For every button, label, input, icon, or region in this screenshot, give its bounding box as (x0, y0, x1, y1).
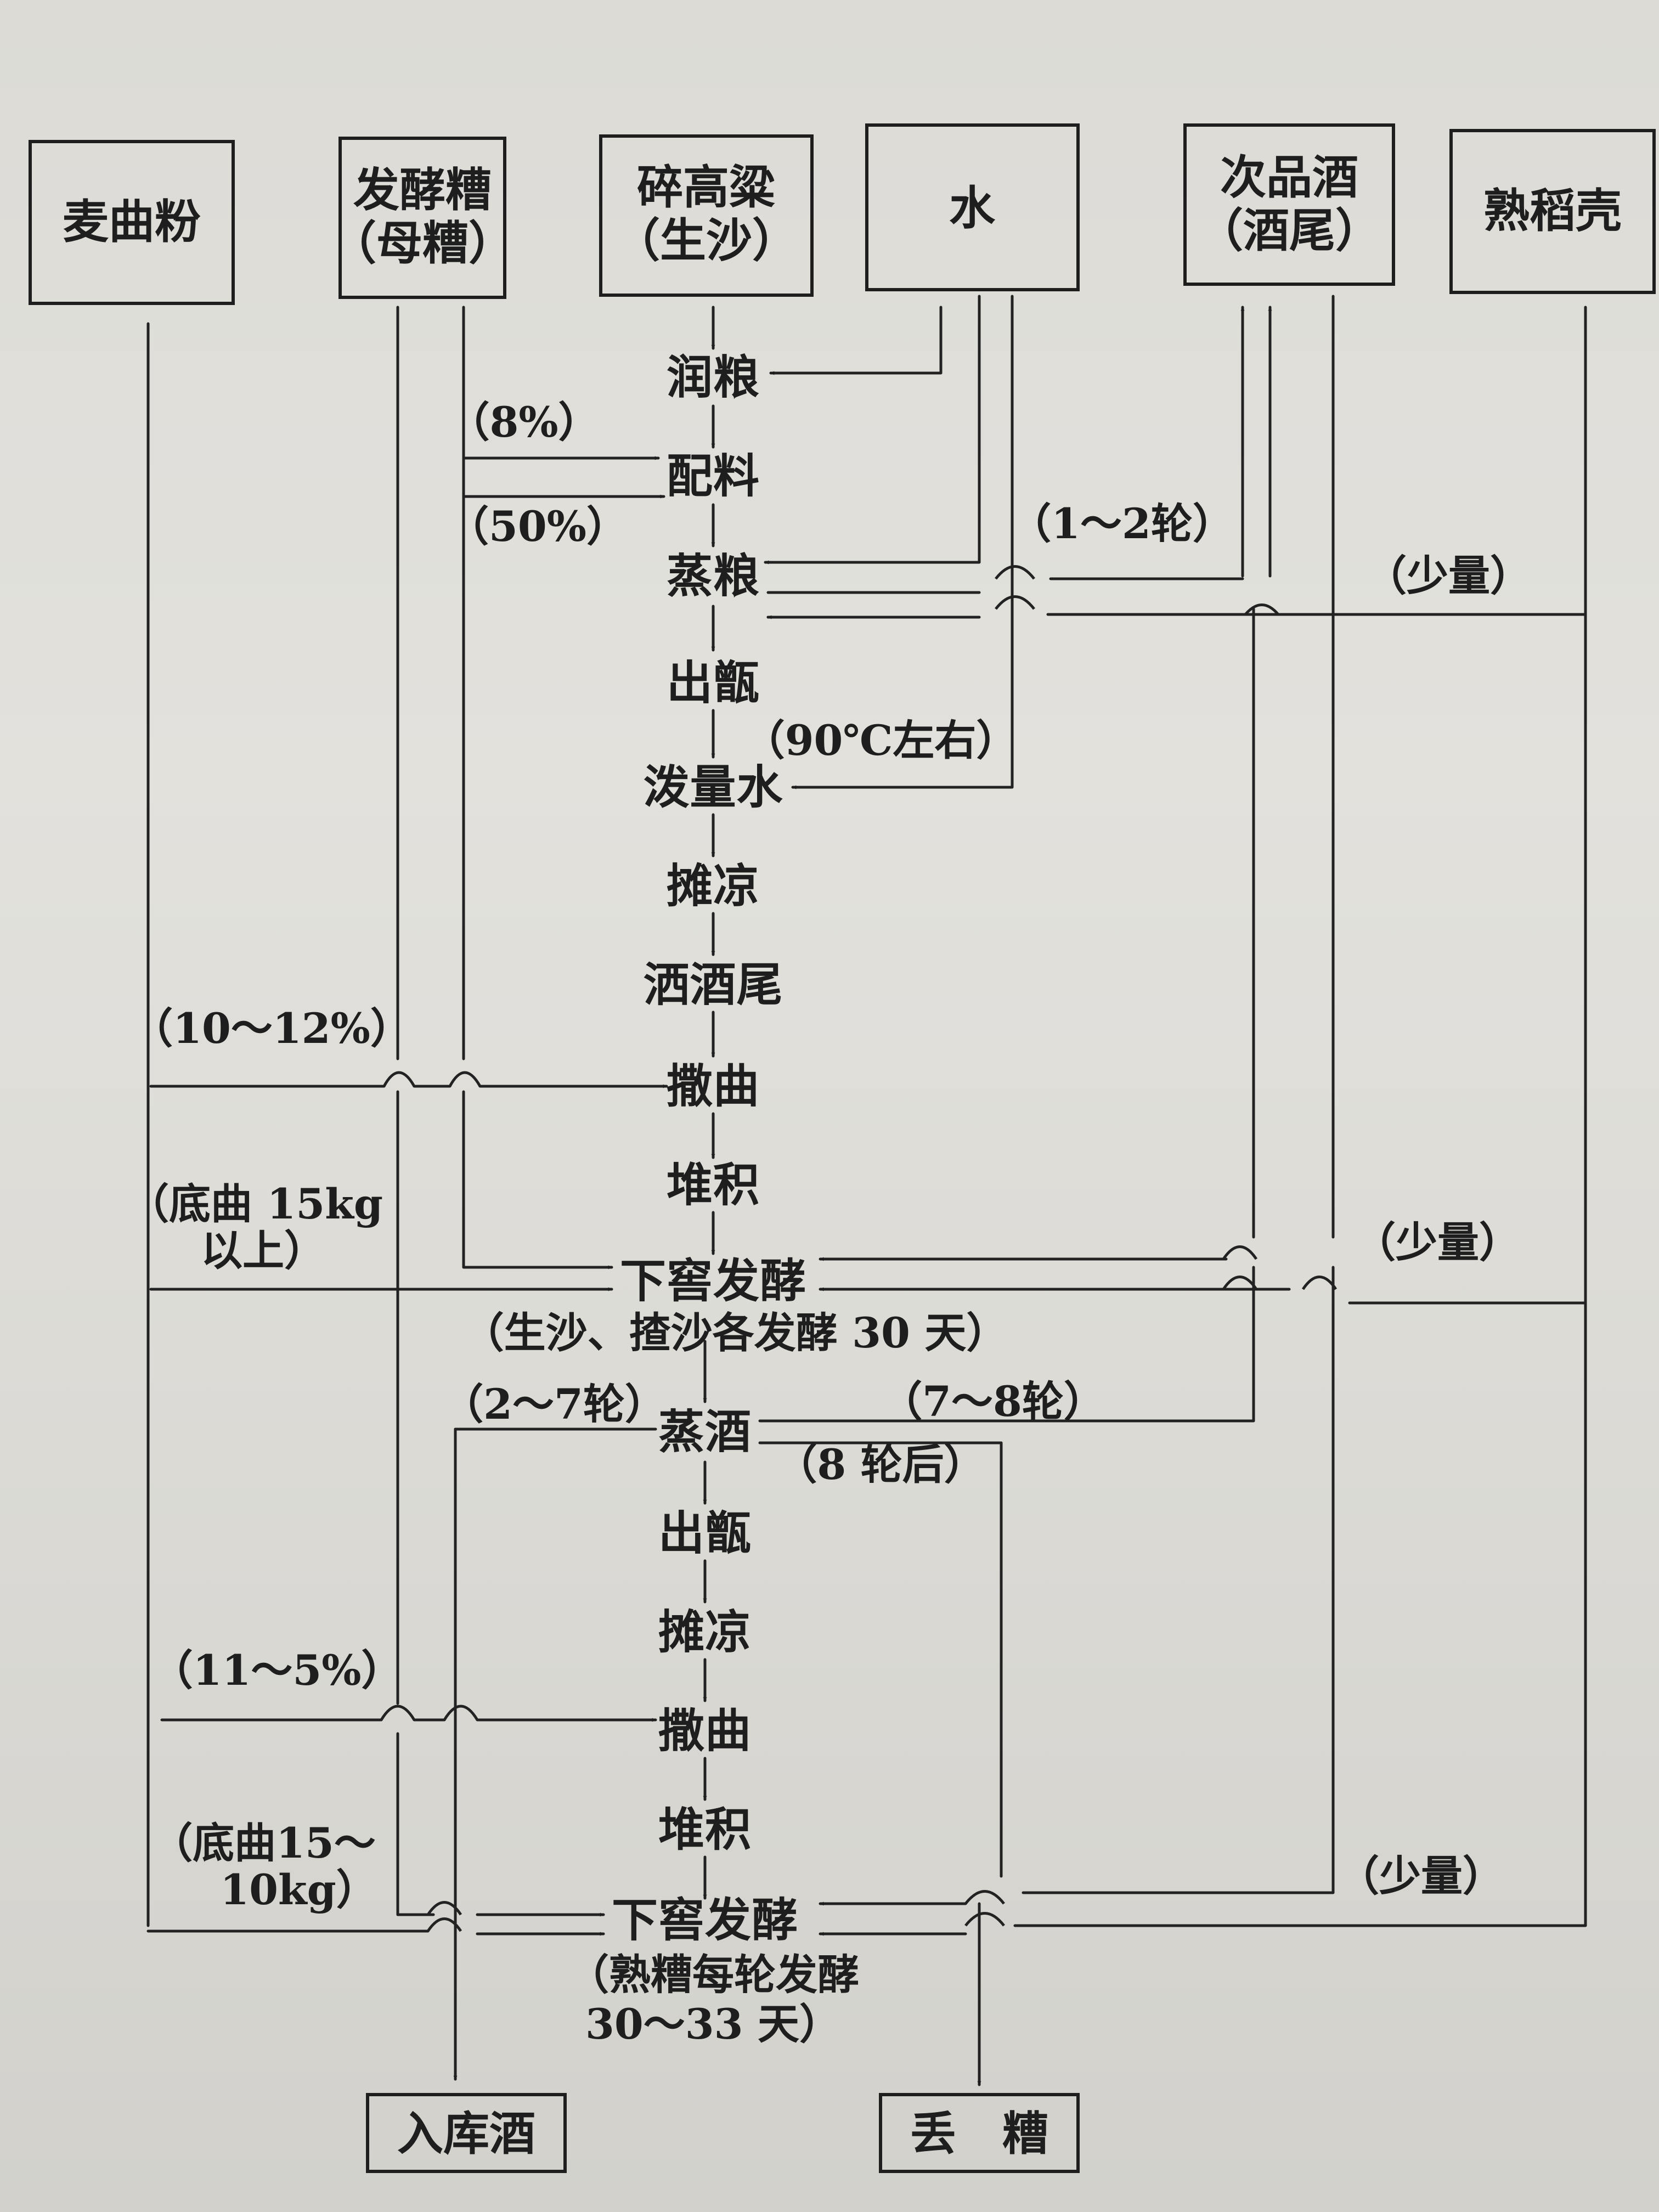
box-rice-husk (1449, 129, 1656, 294)
step-unload-1: 出甑 (666, 656, 760, 710)
label-wheat-qu: 麦曲粉 (62, 194, 201, 249)
box-fermented-grains (338, 137, 506, 299)
step-ferment-1: 下窖发酵 (619, 1254, 807, 1308)
label-small-2: （少量） (1354, 1218, 1521, 1267)
output-stored-liquor: 入库酒 (397, 2106, 536, 2161)
label-qu-11-5: （11～5%） (151, 1646, 403, 1695)
step-distill: 蒸酒 (658, 1404, 752, 1459)
main-flow-arrows (703, 306, 715, 1900)
box-inferior-liquor (1183, 123, 1395, 286)
label-base-qu-3: （底曲15～ (151, 1819, 376, 1867)
label-rounds-2-7: （2～7轮） (442, 1380, 667, 1429)
step-ferment-2: 下窖发酵 (611, 1893, 799, 1947)
label-base-qu-4: 10kg） (220, 1865, 378, 1914)
step-steam-grain: 蒸粮 (666, 549, 760, 603)
water-text: 水 (949, 180, 996, 235)
label-small-3: （少量） (1338, 1852, 1504, 1900)
step-moisten-grain: 润粮 (666, 350, 760, 404)
box-water (865, 123, 1080, 291)
label-mother-8: （8%） (448, 398, 600, 447)
step-add-water: 泼量水 (643, 760, 783, 814)
rice-husk-lines (819, 306, 1587, 1927)
step-pile-2: 堆积 (658, 1802, 752, 1857)
step-unload-2: 出甑 (658, 1506, 752, 1560)
label-ferment-note-1: （生沙、揸沙各发酵 30 天） (462, 1308, 1008, 1357)
box-stored-liquor (366, 2093, 567, 2173)
crushed-sorghum-line2: （生沙） (613, 213, 799, 267)
water-lines (764, 295, 1014, 789)
inferior-liquor-lines (758, 295, 1335, 1894)
label-base-qu-2: 以上） (201, 1226, 326, 1275)
inferior-liquor-line1: 次品酒 (1220, 150, 1359, 205)
step-sprinkle-tail: 洒酒尾 (643, 957, 783, 1012)
inferior-liquor-line2: （酒尾） (1197, 203, 1382, 257)
step-pile-1: 堆积 (666, 1158, 760, 1212)
crossing-hops (380, 565, 1338, 1932)
label-small-1: （少量） (1365, 551, 1532, 600)
label-qu-10-12: （10～12%） (131, 1004, 412, 1053)
box-discarded-grains (879, 2093, 1080, 2173)
label-rounds-1-2: （1～2轮） (1009, 499, 1234, 548)
box-crushed-sorghum (599, 134, 814, 297)
label-ferment-note-2: （熟糟每轮发酵 (567, 1950, 859, 1999)
qu-powder-lines (146, 322, 667, 1936)
step-batching: 配料 (666, 449, 760, 503)
fermented-grains-line2: （母糟） (330, 216, 515, 270)
crushed-sorghum-line1: 碎高粱 (636, 160, 776, 215)
fermented-grains-line1: 发酵糟 (353, 162, 492, 217)
output-lines (453, 1427, 1003, 2086)
label-base-qu-1: （底曲 15kg (127, 1180, 383, 1228)
label-rice-husk: 熟稻壳 (1483, 183, 1622, 238)
mother-grains-lines (396, 306, 665, 1916)
label-water: 水 (949, 182, 995, 235)
box-wheat-qu (29, 140, 235, 305)
label-mother-50: （50%） (447, 502, 628, 551)
step-cool-1: 摊凉 (666, 859, 760, 913)
step-spread-qu-2: 撒曲 (658, 1703, 752, 1758)
label-inferior-liquor: 次品酒 （酒尾） (1197, 151, 1381, 257)
label-ferment-note-3: 30～33 天） (585, 2000, 841, 2049)
step-cool-2: 摊凉 (658, 1605, 752, 1659)
step-spread-qu-1: 撒曲 (666, 1059, 760, 1113)
wheat-qu-text: 麦曲粉 (62, 194, 201, 249)
output-discarded-grains: 丢 糟 (910, 2106, 1049, 2161)
label-after-8: （8 轮后） (775, 1440, 986, 1489)
label-temp-90: （90℃左右） (743, 716, 1018, 765)
label-fermented-grains: 发酵糟 （母糟） (330, 163, 515, 269)
rice-husk-text: 熟稻壳 (1483, 183, 1622, 238)
label-crushed-sorghum: 碎高粱 （生沙） (614, 161, 798, 267)
label-rounds-7-8: （7～8轮） (881, 1377, 1105, 1426)
